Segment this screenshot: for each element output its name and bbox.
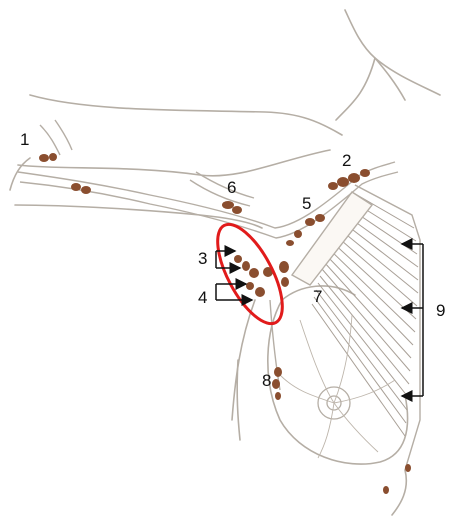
label-4: 4 (198, 288, 207, 307)
label-1: 1 (20, 130, 29, 149)
body-outline (10, 10, 440, 515)
label-2: 2 (342, 151, 351, 170)
node-5 (294, 230, 302, 238)
node-arm (81, 186, 91, 194)
label-6: 6 (227, 178, 236, 197)
node-4 (255, 287, 265, 297)
node-8 (274, 367, 282, 377)
label-7: 7 (313, 287, 322, 306)
node-8 (275, 392, 281, 400)
node-4 (246, 282, 254, 290)
node-lower (383, 486, 389, 494)
node-arm (71, 183, 81, 191)
node-2 (348, 173, 360, 183)
label-5: 5 (302, 194, 311, 213)
node-2 (328, 182, 338, 190)
node-6 (232, 206, 242, 214)
node-arm (49, 153, 57, 161)
label-3: 3 (198, 249, 207, 268)
label-9: 9 (436, 301, 445, 320)
node-2 (360, 169, 370, 177)
node-4 (281, 277, 289, 287)
label-8: 8 (262, 371, 271, 390)
node-6 (222, 201, 234, 209)
node-5 (305, 218, 315, 226)
node-arm (39, 154, 49, 162)
node-3 (242, 261, 250, 271)
node-4 (279, 261, 289, 273)
node-2 (337, 177, 349, 187)
node-8 (272, 379, 280, 389)
vessels (18, 120, 398, 390)
node-3 (249, 268, 259, 278)
node-lower (405, 464, 411, 472)
node-5 (286, 240, 294, 246)
breast-ducts (280, 315, 395, 458)
node-5 (315, 214, 325, 222)
node-3 (234, 255, 242, 263)
